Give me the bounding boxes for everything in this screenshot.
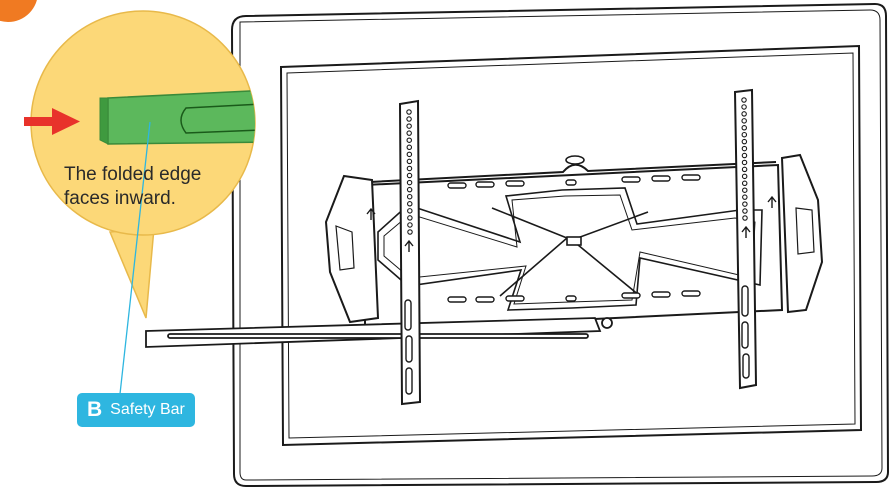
bracket-hole	[406, 158, 413, 165]
part-name: Safety Bar	[110, 401, 185, 418]
callout-line-1: The folded edge	[64, 164, 202, 185]
tv-panel	[230, 2, 890, 487]
bracket-hole	[741, 118, 747, 124]
wall-plate	[364, 155, 784, 332]
safety-bar	[145, 317, 613, 348]
bracket-hole	[406, 123, 412, 129]
bracket-hole	[742, 194, 748, 200]
red-arrow-icon	[24, 108, 80, 135]
bracket-hole	[741, 131, 748, 138]
bracket-hole	[741, 138, 748, 145]
bracket-hole	[406, 109, 412, 115]
bracket-hole	[406, 179, 413, 186]
bracket-hole	[406, 165, 413, 172]
bracket-hole	[742, 215, 748, 221]
bracket-hole	[741, 180, 748, 187]
bracket-hole	[741, 104, 747, 110]
bracket-hole	[741, 97, 747, 103]
bracket-hole	[742, 201, 748, 207]
safety-bar-detail	[107, 89, 255, 145]
bracket-hole	[407, 215, 413, 221]
bracket-hole	[741, 125, 747, 131]
bracket-hole	[406, 172, 413, 179]
up-arrow-icon	[366, 195, 777, 252]
bracket-hole	[406, 151, 413, 158]
bracket-hole	[406, 193, 413, 200]
safety-bar-label: B Safety Bar	[77, 393, 195, 427]
step-badge-icon	[0, 0, 37, 22]
leader-line	[119, 121, 151, 395]
bracket-hole	[407, 229, 413, 235]
bracket-hole	[741, 173, 748, 180]
bracket-hole	[741, 145, 748, 152]
side-handles	[324, 153, 824, 324]
bracket-hole	[741, 111, 747, 117]
tv-brackets	[366, 88, 777, 406]
bracket-hole	[406, 130, 412, 136]
bracket-hole	[741, 152, 748, 159]
callout-line-2: faces inward.	[64, 188, 176, 209]
bracket-hole	[406, 186, 413, 193]
part-letter: B	[87, 398, 103, 421]
bracket-hole	[406, 137, 412, 143]
bracket-hole	[742, 208, 748, 214]
bracket-hole	[407, 208, 413, 214]
bracket-hole	[407, 222, 413, 228]
callout-note: The folded edge faces inward.	[64, 163, 254, 211]
bracket-hole	[741, 159, 748, 166]
bracket-hole	[406, 144, 413, 151]
bracket-hole	[407, 201, 413, 207]
bracket-hole	[741, 166, 748, 173]
bracket-hole	[742, 187, 748, 193]
bracket-hole	[406, 116, 412, 122]
